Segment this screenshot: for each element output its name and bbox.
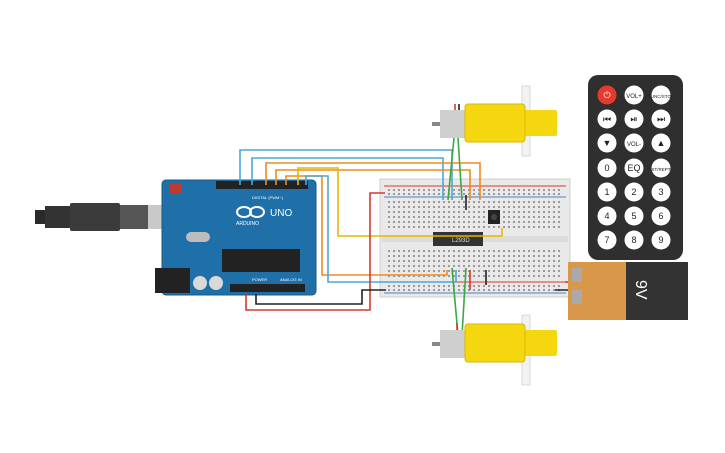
- remote-button[interactable]: ▼: [597, 133, 617, 153]
- remote-button-label: 4: [604, 211, 609, 221]
- atmega-chip: [222, 249, 300, 272]
- arduino-logo: [236, 206, 265, 218]
- dc-motor-top[interactable]: [432, 85, 557, 157]
- arduino-board[interactable]: UNO ARDUINO DIGITAL (PWM~) POWER ANALOG …: [155, 179, 317, 296]
- remote-button-label: ▲: [657, 138, 666, 148]
- crystal: [186, 232, 210, 242]
- remote-button-label: ▼: [603, 138, 612, 148]
- remote-button-label: 6: [658, 211, 663, 221]
- remote-button-label: ⏻: [603, 90, 610, 100]
- remote-button[interactable]: 7: [597, 230, 617, 250]
- capacitor: [209, 276, 223, 290]
- remote-button-label: 7: [604, 235, 609, 245]
- remote-button[interactable]: 5: [624, 206, 644, 226]
- remote-button[interactable]: ⏭: [651, 109, 671, 129]
- battery-9v[interactable]: 9V: [568, 262, 688, 320]
- remote-button-label: ⏮: [603, 114, 611, 124]
- digital-header: [216, 181, 308, 189]
- remote-button-label: ⏭: [657, 114, 665, 124]
- wire-black: [255, 289, 386, 305]
- remote-button-label: EQ: [627, 163, 640, 173]
- remote-buttons: ⏻ VOL+ FUNC/STOP ⏮ ⏯ ⏭ ▼ VOL- ▲ 0 EQ ST/REPT 1 2 3 4 5 6 7…: [597, 85, 674, 250]
- remote-button[interactable]: EQ: [624, 158, 644, 178]
- power-jack: [155, 268, 190, 293]
- dc-motor-bottom[interactable]: [432, 314, 557, 386]
- remote-button[interactable]: ▲: [651, 133, 671, 153]
- driver-ic-label: L293D: [452, 238, 470, 244]
- remote-button[interactable]: VOL-: [624, 133, 644, 153]
- power-label: POWER: [252, 277, 267, 282]
- remote-button-label: VOL-: [627, 142, 641, 148]
- reset-button[interactable]: [170, 184, 182, 194]
- wire-orange: [285, 175, 448, 276]
- remote-button-label: VOL+: [626, 94, 642, 100]
- wire-yellow: [297, 167, 503, 237]
- wire-green: [461, 267, 467, 336]
- ir-remote[interactable]: ⏻ VOL+ FUNC/STOP ⏮ ⏯ ⏭ ▼ VOL- ▲ 0 EQ ST/REPT 1 2 3 4 5 6 7…: [588, 75, 683, 260]
- remote-button-label: FUNC/STOP: [648, 94, 674, 99]
- remote-button-label: ST/REPT: [651, 167, 670, 172]
- digital-label: DIGITAL (PWM~): [252, 195, 284, 200]
- remote-button-label: 9: [658, 235, 663, 245]
- arduino-model: UNO: [270, 208, 292, 219]
- remote-button[interactable]: FUNC/STOP: [648, 85, 674, 105]
- wire-blue: [305, 175, 457, 283]
- remote-button-label: ⏯: [630, 114, 637, 124]
- remote-button[interactable]: 3: [651, 182, 671, 202]
- motor-driver-ic[interactable]: L293D: [433, 232, 483, 246]
- remote-button[interactable]: 2: [624, 182, 644, 202]
- remote-button[interactable]: ⏮: [597, 109, 617, 129]
- remote-button[interactable]: 1: [597, 182, 617, 202]
- remote-button[interactable]: 6: [651, 206, 671, 226]
- wire-orange: [265, 162, 481, 200]
- battery-label: 9V: [632, 280, 649, 300]
- capacitor: [193, 276, 207, 290]
- remote-button[interactable]: ST/REPT: [651, 158, 671, 178]
- ir-receiver[interactable]: [488, 210, 500, 224]
- wires: [239, 104, 575, 336]
- remote-button[interactable]: 9: [651, 230, 671, 250]
- remote-button[interactable]: VOL+: [624, 85, 644, 105]
- remote-button-label: 1: [604, 187, 609, 197]
- remote-button-label: 0: [604, 163, 609, 173]
- wire-orange: [275, 169, 471, 200]
- wire-blue: [239, 149, 453, 200]
- analog-label: ANALOG IN: [280, 277, 302, 282]
- wire-red: [245, 192, 385, 311]
- arduino-brand: ARDUINO: [236, 221, 259, 227]
- power-header: [230, 284, 305, 292]
- usb-cable: [35, 203, 172, 231]
- remote-button[interactable]: 4: [597, 206, 617, 226]
- remote-button-label: 8: [631, 235, 636, 245]
- remote-button-label: 5: [631, 211, 636, 221]
- remote-button[interactable]: ⏻: [597, 85, 617, 105]
- remote-button[interactable]: ⏯: [624, 109, 644, 129]
- wire-blue: [251, 157, 444, 200]
- remote-button-label: 3: [658, 187, 663, 197]
- remote-button[interactable]: 8: [624, 230, 644, 250]
- remote-button[interactable]: 0: [597, 158, 617, 178]
- remote-button-label: 2: [631, 187, 636, 197]
- wire-green: [447, 137, 455, 201]
- wire-green: [457, 137, 463, 201]
